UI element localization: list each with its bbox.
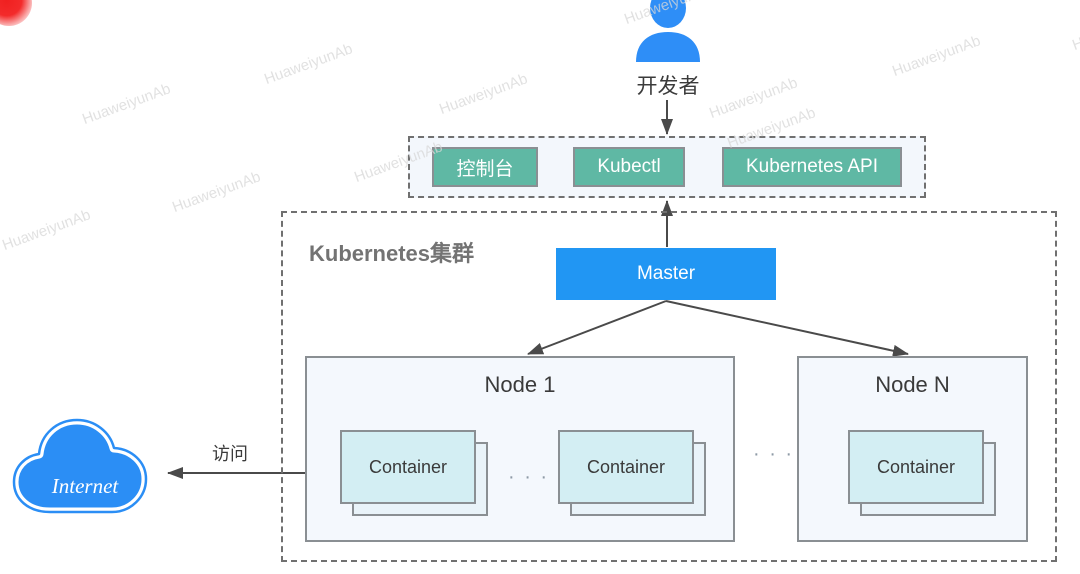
cloud-icon [9, 415, 151, 517]
internet-cloud[interactable]: Internet [6, 412, 164, 522]
developer-label: 开发者 [636, 75, 700, 98]
tool-kubectl-box[interactable]: Kubectl [573, 147, 685, 187]
container-stack[interactable]: Container [558, 430, 706, 516]
container-stack[interactable]: Container [848, 430, 996, 516]
ellipsis-between-nodes: · · · [753, 443, 795, 465]
tool-kubernetes-api-box[interactable]: Kubernetes API [722, 147, 902, 187]
master-node-box[interactable]: Master [556, 248, 776, 300]
container-label: Container [848, 430, 984, 504]
ellipsis-within-node: · · · [508, 466, 550, 488]
access-edge-label: 访问 [212, 444, 248, 464]
node-title-1: Node 1 [484, 372, 556, 397]
user-person-icon [636, 0, 700, 62]
edge-master-to-node-n [665, 300, 909, 357]
kubernetes-cluster-label: Kubernetes集群 [309, 241, 475, 266]
tool-console-box[interactable]: 控制台 [432, 147, 538, 187]
edge-master-to-node-1 [527, 300, 667, 355]
container-stack[interactable]: Container [340, 430, 488, 516]
container-label: Container [558, 430, 694, 504]
node-title-n: Node N [875, 372, 950, 397]
container-label: Container [340, 430, 476, 504]
